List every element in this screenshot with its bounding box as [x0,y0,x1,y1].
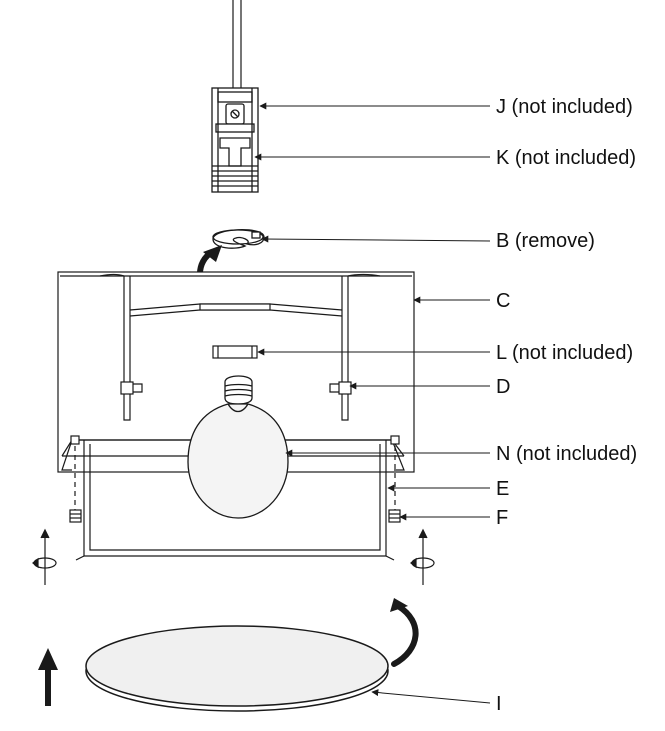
label-n: N (not included) [496,443,638,465]
diffuser-frame [61,435,405,561]
light-bulb [187,375,289,519]
label-d: D [496,376,511,398]
twist-arrow-icon [410,528,435,585]
coupling-nipple [212,345,258,359]
label-b: B (remove) [496,230,595,252]
label-l: L (not included) [496,342,634,364]
label-k: K (not included) [496,147,637,169]
up-arrow-icon [38,648,58,706]
cord [232,0,242,90]
socket-fitting [211,87,259,193]
curved-arrow-icon [390,598,419,667]
diffuser-disc [85,625,389,712]
leader-lines [254,102,491,704]
label-c: C [496,290,511,312]
label-e: E [496,478,510,500]
label-f: F [496,507,509,529]
label-i: I [496,693,502,715]
label-j: J (not included) [496,96,633,118]
shade-ring [212,229,265,249]
twist-arrow-icon [32,528,57,585]
